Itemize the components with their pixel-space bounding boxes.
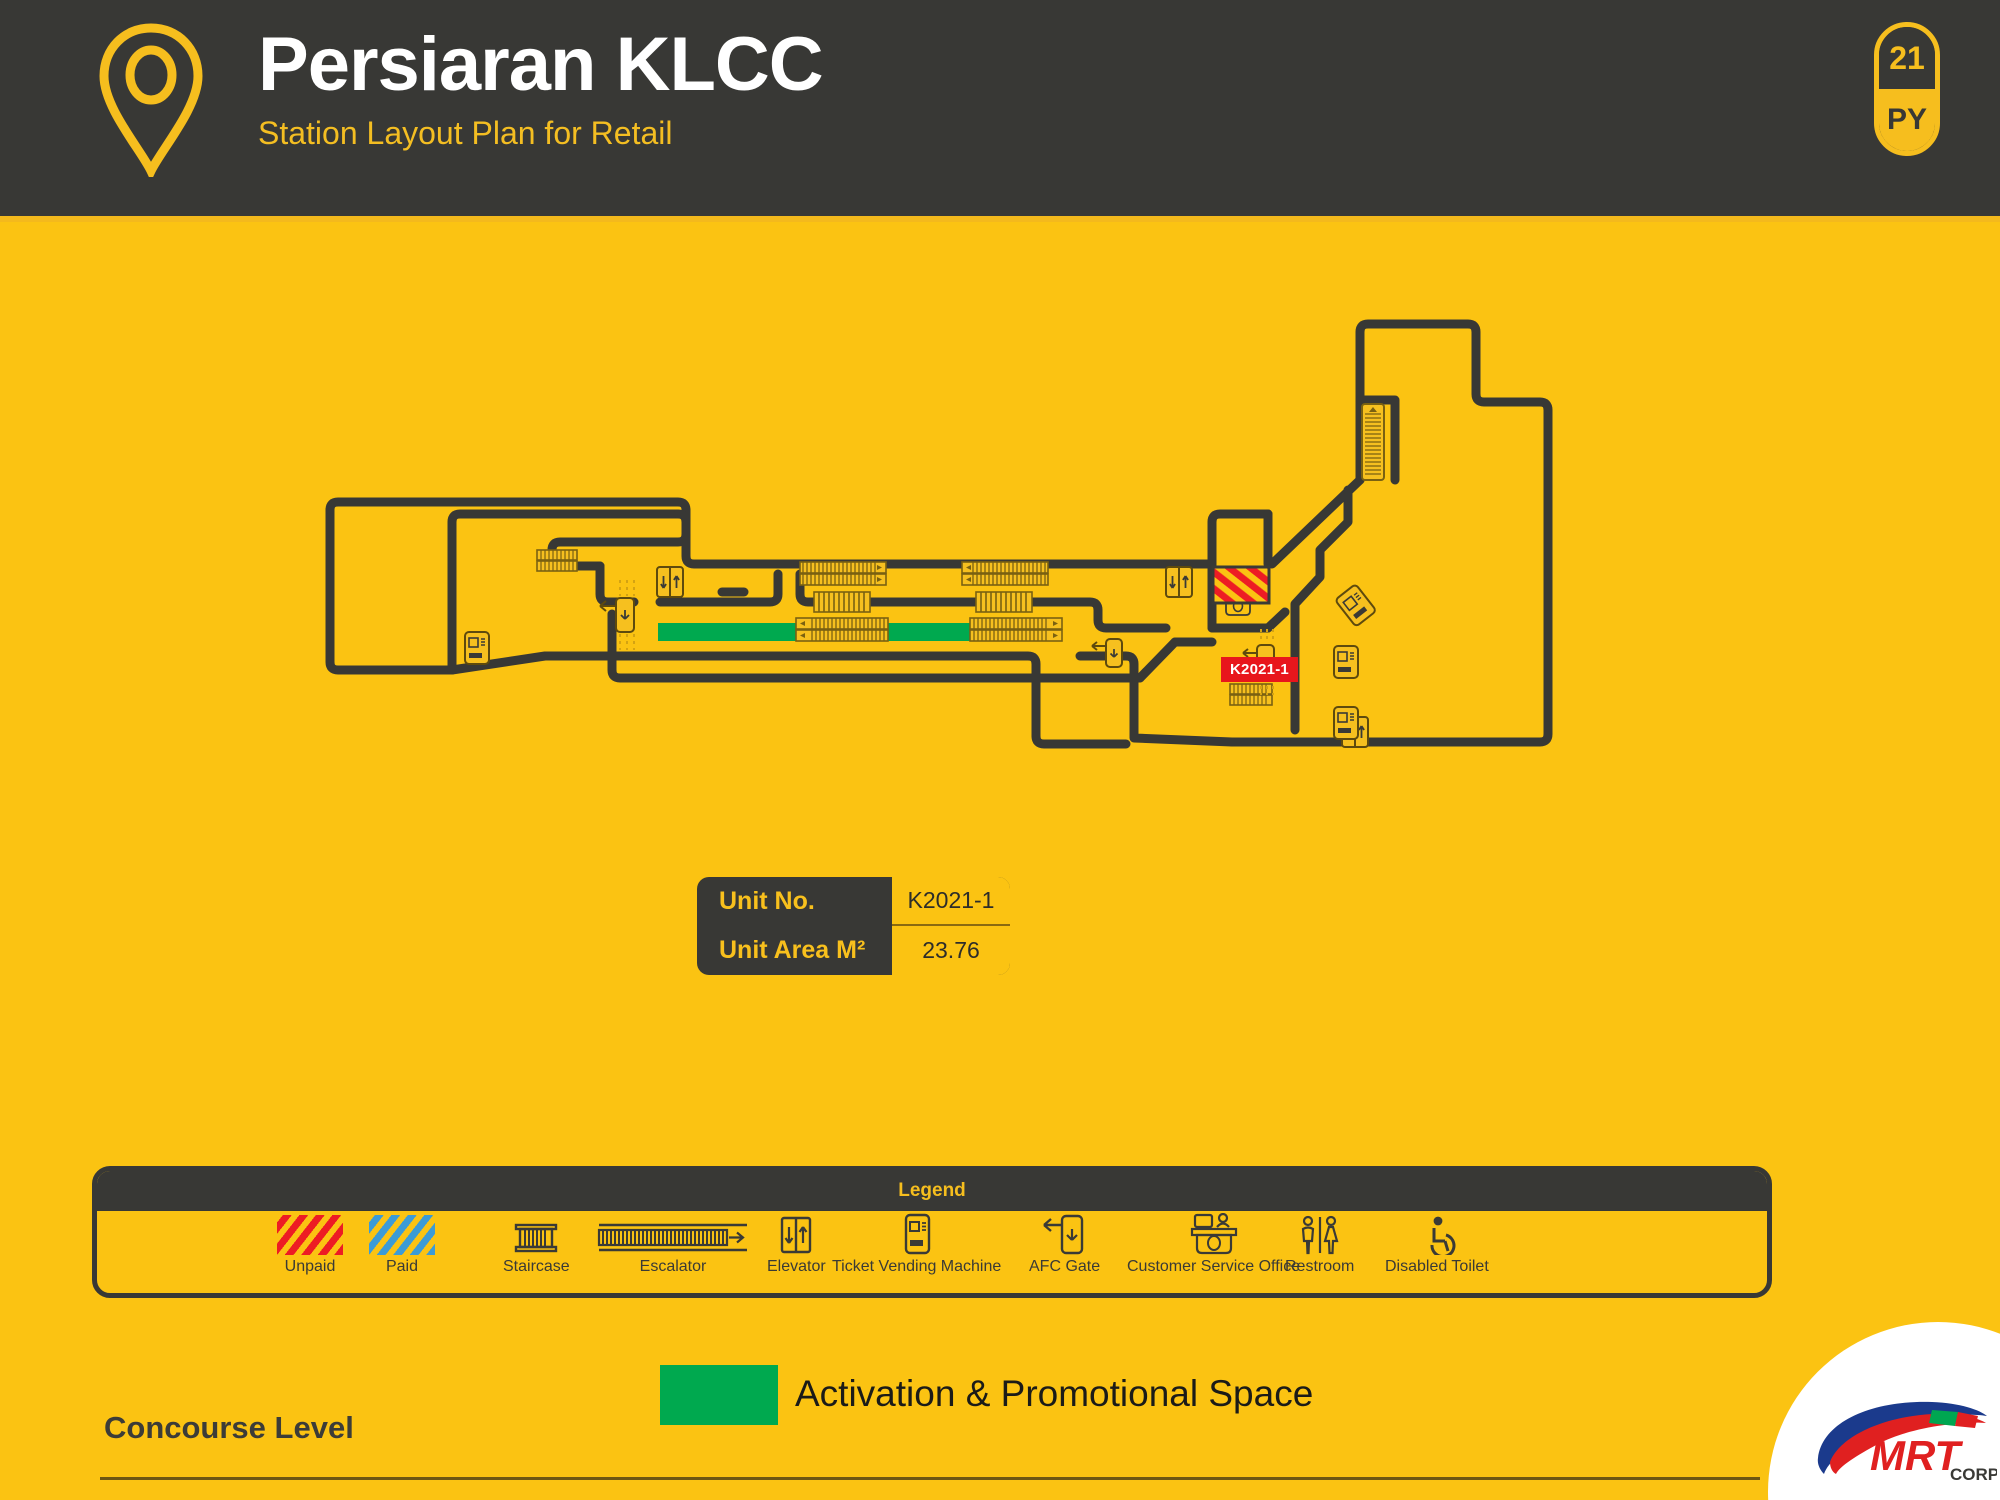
legend-items: Unpaid Paid Staircase — [97, 1211, 1767, 1293]
paid-swatch — [369, 1215, 435, 1255]
unit-info-table: Unit No. K2021-1 Unit Area M² 23.76 — [697, 877, 1010, 975]
floor-plan-svg — [0, 222, 2000, 1152]
station-floor-plan[interactable]: K2021-1 Unit No. K2021-1 Unit Area M² 23… — [0, 222, 2000, 1152]
legend-title: Legend — [97, 1171, 1767, 1211]
tvm-plan-2 — [1335, 584, 1376, 627]
restroom-icon — [1298, 1215, 1342, 1255]
unit-marker-label[interactable]: K2021-1 — [1221, 657, 1298, 682]
unit-area-label: Unit Area M² — [719, 936, 866, 964]
corp-wordmark: CORP — [1950, 1465, 1997, 1484]
legend-item-tvm: Ticket Vending Machine — [832, 1213, 1002, 1276]
legend-label-restroom: Restroom — [1285, 1258, 1355, 1275]
legend-label-afc-gate: AFC Gate — [1029, 1258, 1101, 1275]
legend-item-afc-gate: AFC Gate — [1029, 1214, 1101, 1276]
legend-label-tvm: Ticket Vending Machine — [832, 1258, 1002, 1275]
legend-item-restroom: Restroom — [1285, 1215, 1354, 1276]
page-subtitle: Station Layout Plan for Retail — [258, 115, 673, 151]
unit-area-value: 23.76 — [892, 926, 1010, 975]
legend-label-staircase: Staircase — [503, 1258, 570, 1275]
legend-panel: Legend Unpaid Paid Stai — [92, 1166, 1772, 1298]
mrt-wordmark: MRT — [1870, 1432, 1964, 1479]
concourse-level-label: Concourse Level — [104, 1410, 354, 1445]
elevator-plan-1 — [656, 566, 684, 598]
legend-item-elevator: Elevator — [767, 1215, 826, 1276]
unit-k2021-1-block — [1211, 565, 1271, 605]
staircase-icon — [513, 1215, 559, 1255]
afc-gate-plan-1 — [599, 580, 635, 650]
legend-item-cso: Customer Service Office — [1127, 1213, 1301, 1276]
station-badge: 21 PY — [1874, 22, 1940, 156]
tvm-plan-3 — [1333, 645, 1359, 679]
promo-space-swatch — [660, 1365, 778, 1425]
escalator-icon — [597, 1215, 749, 1255]
unit-no-value: K2021-1 — [892, 877, 1010, 926]
page-header: Persiaran KLCC Station Layout Plan for R… — [0, 0, 2000, 222]
mrt-logo-mark: MRT CORP — [1817, 1401, 1997, 1484]
promo-space-label: Activation & Promotional Space — [795, 1373, 1314, 1414]
legend-label-paid: Paid — [385, 1258, 419, 1275]
legend-item-escalator: Escalator — [597, 1215, 749, 1276]
legend-label-cso: Customer Service Office — [1127, 1258, 1301, 1275]
location-pin-icon — [99, 23, 203, 177]
tvm-plan-4 — [1333, 706, 1359, 740]
legend-label-elevator: Elevator — [767, 1258, 826, 1275]
disabled-toilet-icon — [1416, 1215, 1458, 1255]
legend-item-paid: Paid — [369, 1215, 435, 1276]
legend-item-staircase: Staircase — [503, 1215, 570, 1276]
elevator-plan-2 — [1165, 566, 1193, 598]
ticket-vending-machine-icon — [901, 1213, 933, 1255]
station-number: 21 — [1879, 27, 1935, 89]
header-title-block: Persiaran KLCC Station Layout Plan for R… — [258, 22, 824, 154]
page-title: Persiaran KLCC — [258, 22, 824, 107]
station-code: PY — [1879, 89, 1935, 151]
legend-item-disabled-toilet: Disabled Toilet — [1385, 1215, 1489, 1276]
customer-service-office-icon — [1189, 1213, 1239, 1255]
legend-label-unpaid: Unpaid — [284, 1258, 336, 1275]
legend-label-disabled-toilet: Disabled Toilet — [1385, 1258, 1489, 1275]
legend-item-unpaid: Unpaid — [277, 1215, 343, 1276]
legend-label-escalator: Escalator — [639, 1258, 707, 1275]
afc-gate-plan-2 — [1091, 638, 1123, 668]
tvm-plan-1 — [464, 631, 490, 665]
elevator-icon — [776, 1215, 816, 1255]
unit-no-label: Unit No. — [719, 887, 815, 915]
unpaid-swatch — [277, 1215, 343, 1255]
afc-gate-icon — [1042, 1214, 1088, 1255]
mrt-corp-logo: MRT CORP — [1750, 1300, 2000, 1500]
footer-divider — [100, 1477, 1760, 1480]
